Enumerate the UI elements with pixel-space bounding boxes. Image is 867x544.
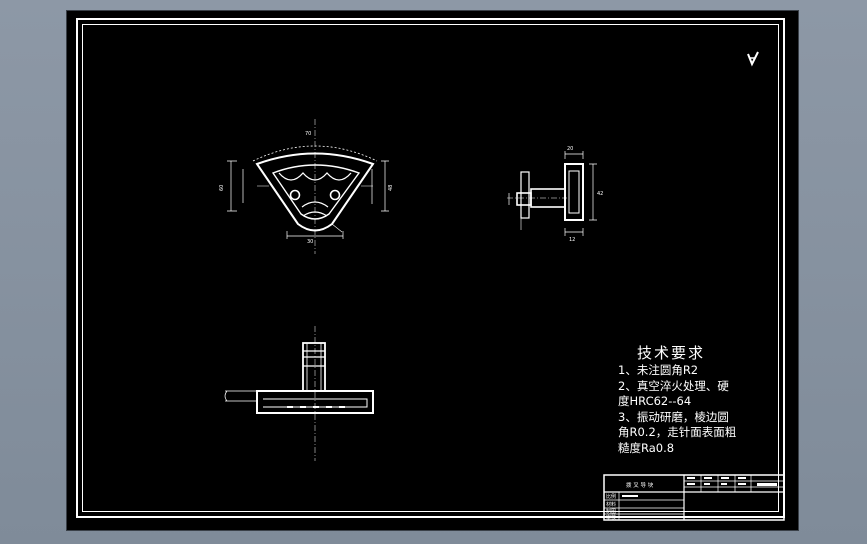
title-block: 拨 叉 导 块 比例 材料 制图 审核 <box>604 475 784 521</box>
technical-requirements-list: 1、未注圆角R2 2、真空淬火处理、硬 度HRC62--64 3、振动研磨，棱边… <box>618 363 736 456</box>
top-view <box>224 326 374 461</box>
inner-border-frame <box>82 24 779 512</box>
requirement-line-3: 度HRC62--64 <box>618 394 692 408</box>
svg-text:70: 70 <box>305 131 311 137</box>
title-block-row-material: 材料 <box>606 502 617 508</box>
side-view <box>507 151 597 236</box>
drawing-sheet: 70 60 48 30 20 12 42 技术要求 1、未注圆角R2 2、真空淬… <box>67 11 798 530</box>
svg-text:30: 30 <box>307 239 313 245</box>
front-view <box>227 119 389 254</box>
title-block-row-checked: 审核 <box>606 515 617 521</box>
cad-drawing-canvas: 70 60 48 30 20 12 42 <box>219 51 785 521</box>
requirement-line-4: 3、振动研磨，棱边圆 <box>618 409 729 424</box>
title-block-row-drawn: 制图 <box>606 509 617 515</box>
svg-text:48: 48 <box>388 185 394 191</box>
roughness-symbol-icon <box>747 51 759 67</box>
title-block-row-scale: 比例 <box>606 494 617 500</box>
svg-text:60: 60 <box>219 185 225 191</box>
title-block-grid <box>603 474 785 521</box>
technical-requirements-title: 技术要求 <box>637 344 706 362</box>
requirement-line-1: 1、未注圆角R2 <box>618 363 699 377</box>
outer-border-frame <box>76 18 785 518</box>
requirement-line-6: 糙度Ra0.8 <box>618 440 675 455</box>
requirement-line-5: 角R0.2，走针面表面粗 <box>618 425 737 439</box>
svg-text:12: 12 <box>569 237 575 243</box>
requirement-line-2: 2、真空淬火处理、硬 <box>618 378 729 393</box>
svg-text:20: 20 <box>567 146 573 152</box>
title-block-text-marks <box>622 477 777 497</box>
svg-text:42: 42 <box>597 191 603 197</box>
drawing-name: 拨 叉 导 块 <box>626 483 654 489</box>
